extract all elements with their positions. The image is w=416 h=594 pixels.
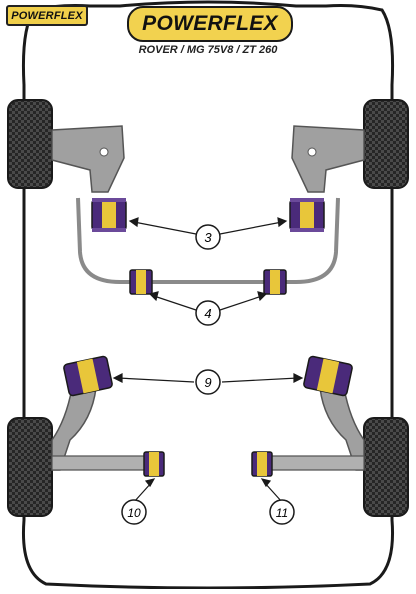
- corner-brand-logo: POWERFLEX: [6, 5, 88, 26]
- callout-3: 3: [195, 224, 221, 250]
- anti-roll-bar: [76, 197, 340, 284]
- callout-11-label: 11: [276, 506, 288, 520]
- rear-link-bushing-10: [143, 451, 165, 477]
- front-left-bushing: [91, 198, 127, 232]
- rear-left-wheel: [7, 417, 53, 517]
- callout-4: 4: [195, 300, 221, 326]
- front-left-control-arm: [51, 125, 125, 193]
- main-brand-logo: POWERFLEX: [127, 6, 293, 42]
- car-body-outline: [21, 0, 395, 590]
- front-left-wheel: [7, 99, 53, 189]
- callout-10: 10: [121, 499, 147, 525]
- callout-9-label: 9: [204, 375, 211, 390]
- arb-right-bushing: [263, 269, 287, 295]
- callout-9: 9: [195, 369, 221, 395]
- rear-left-bushing-9: [63, 355, 113, 397]
- callout-10-label: 10: [127, 506, 141, 520]
- front-right-wheel: [363, 99, 409, 189]
- arb-left-bushing: [129, 269, 153, 295]
- rear-right-bushing-9: [303, 355, 353, 397]
- front-right-bushing: [289, 198, 325, 232]
- rear-link-bushing-11: [251, 451, 273, 477]
- rear-right-lateral-link: [265, 455, 365, 471]
- rear-right-wheel: [363, 417, 409, 517]
- front-right-control-arm: [291, 125, 365, 193]
- callout-4-label: 4: [204, 306, 211, 321]
- leader-lines: [112, 217, 304, 503]
- callout-3-label: 3: [204, 230, 212, 245]
- rear-left-lateral-link: [51, 455, 151, 471]
- vehicle-title: ROVER / MG 75V8 / ZT 260: [138, 44, 278, 56]
- callout-11: 11: [269, 499, 295, 525]
